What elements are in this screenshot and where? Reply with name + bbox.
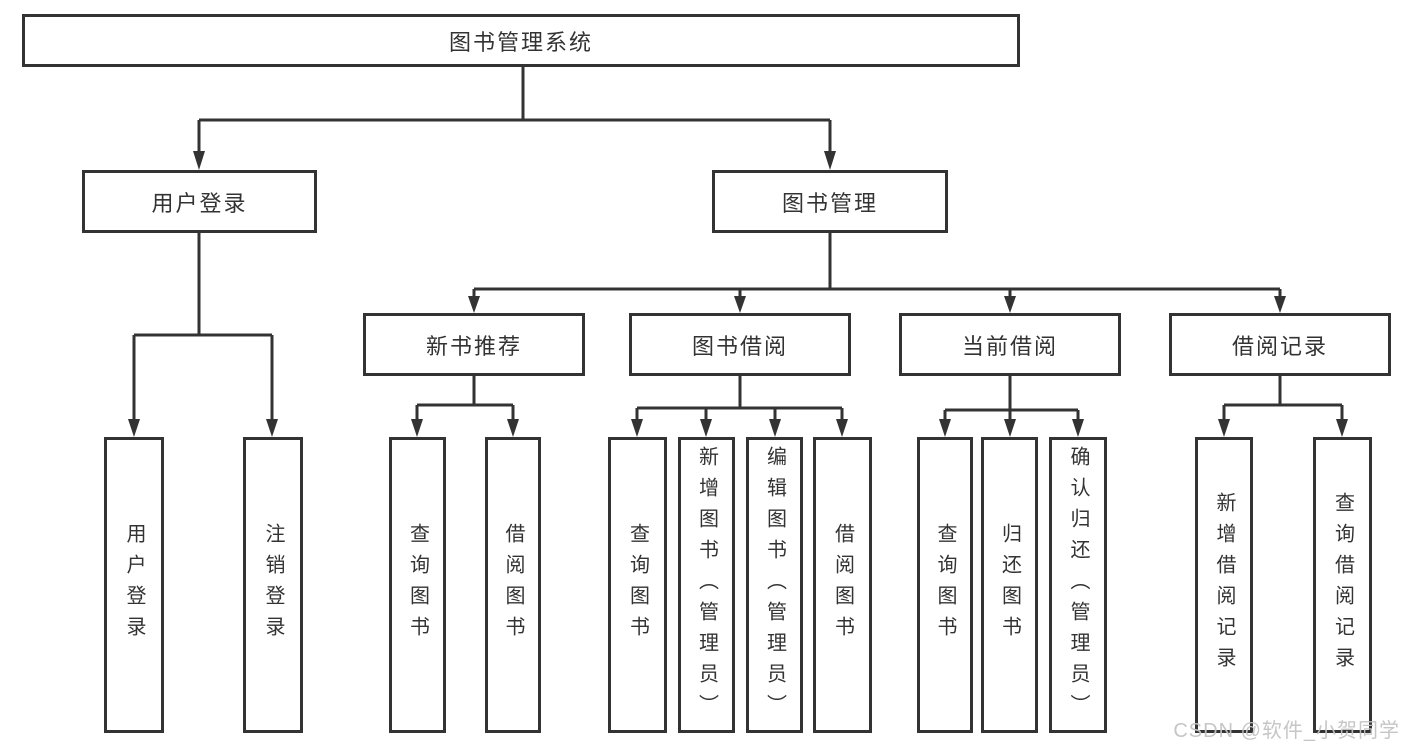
leaf-logout: 注销登录	[243, 437, 303, 733]
leaf-records-add-record: 新增借阅记录	[1195, 437, 1253, 733]
leaf-current-return-book: 归还图书	[981, 437, 1038, 733]
node-book-borrow: 图书借阅	[629, 313, 851, 376]
node-book-management: 图书管理	[712, 170, 948, 233]
node-borrow-records: 借阅记录	[1169, 313, 1391, 376]
node-user-login: 用户登录	[82, 170, 317, 233]
leaf-newbooks-query-book: 查询图书	[389, 437, 446, 733]
leaf-newbooks-borrow-book: 借阅图书	[485, 437, 541, 733]
leaf-borrow-add-book-admin: 新增图书（管理员）	[678, 437, 735, 733]
leaf-user-login: 用户登录	[104, 437, 164, 733]
node-root: 图书管理系统	[22, 14, 1020, 67]
leaf-records-query-record: 查询借阅记录	[1313, 437, 1372, 733]
leaf-borrow-edit-book-admin: 编辑图书（管理员）	[746, 437, 803, 733]
node-current-borrow: 当前借阅	[899, 313, 1121, 376]
node-new-book-recommend: 新书推荐	[363, 313, 585, 376]
leaf-borrow-borrow-book: 借阅图书	[813, 437, 872, 733]
csdn-watermark: CSDN @软件_小贺同学	[1173, 720, 1400, 742]
leaf-borrow-query-book: 查询图书	[608, 437, 667, 733]
leaf-current-query-book: 查询图书	[917, 437, 973, 733]
leaf-current-confirm-return-admin: 确认归还（管理员）	[1049, 437, 1107, 733]
